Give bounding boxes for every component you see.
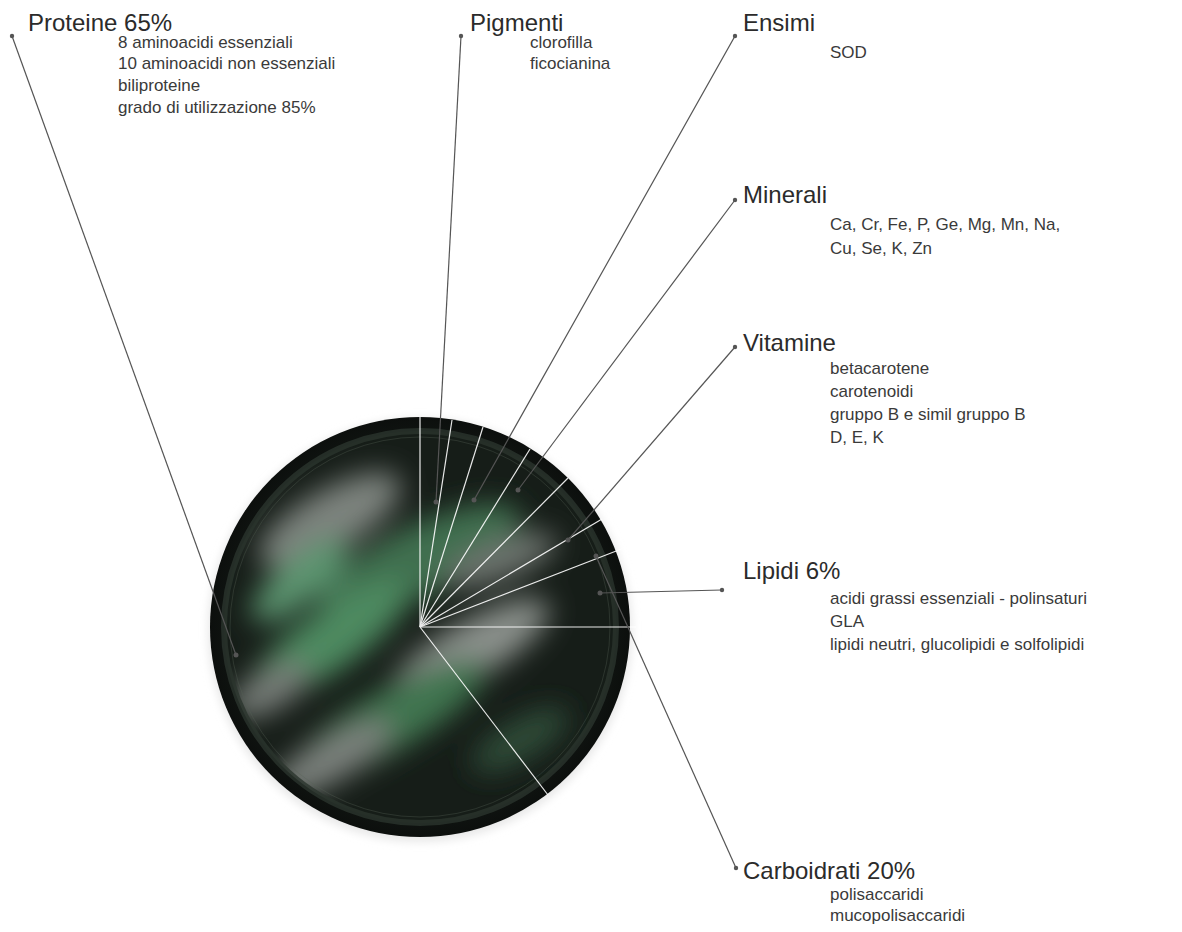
category-heading: Carboidrati 20% — [743, 856, 915, 885]
category-heading: Pigmenti — [470, 8, 563, 37]
category-heading: Lipidi 6% — [743, 556, 840, 585]
component-item: SOD — [830, 42, 867, 63]
component-item: mucopolisaccaridi — [830, 905, 965, 926]
component-item: betacarotene — [830, 358, 929, 379]
component-item: ficocianina — [530, 53, 610, 74]
category-heading: Vitamine — [743, 328, 836, 357]
category-heading: Ensimi — [743, 8, 815, 37]
leader-lines — [12, 36, 736, 868]
sector-lines — [420, 417, 636, 795]
component-item: lipidi neutri, glucolipidi e solfolipidi — [830, 634, 1084, 655]
component-item: GLA — [830, 611, 864, 632]
component-item: clorofilla — [530, 32, 592, 53]
component-item: carotenoidi — [830, 381, 913, 402]
texture — [200, 410, 640, 850]
component-item: gruppo B e simil gruppo B — [830, 404, 1026, 425]
category-heading: Proteine 65% — [28, 8, 172, 37]
component-item: Cu, Se, K, Zn — [830, 238, 932, 259]
component-item: Ca, Cr, Fe, P, Ge, Mg, Mn, Na, — [830, 214, 1060, 235]
category-heading: Minerali — [743, 180, 827, 209]
leader-dots — [10, 34, 738, 870]
component-item: 8 aminoacidi essenziali — [118, 32, 293, 53]
component-item: grado di utilizzazione 85% — [118, 97, 316, 118]
component-item: biliproteine — [118, 75, 200, 96]
component-item: acidi grassi essenziali - polinsaturi — [830, 588, 1087, 609]
component-item: 10 aminoacidi non essenziali — [118, 53, 335, 74]
component-item: D, E, K — [830, 427, 884, 448]
component-item: polisaccaridi — [830, 884, 924, 905]
